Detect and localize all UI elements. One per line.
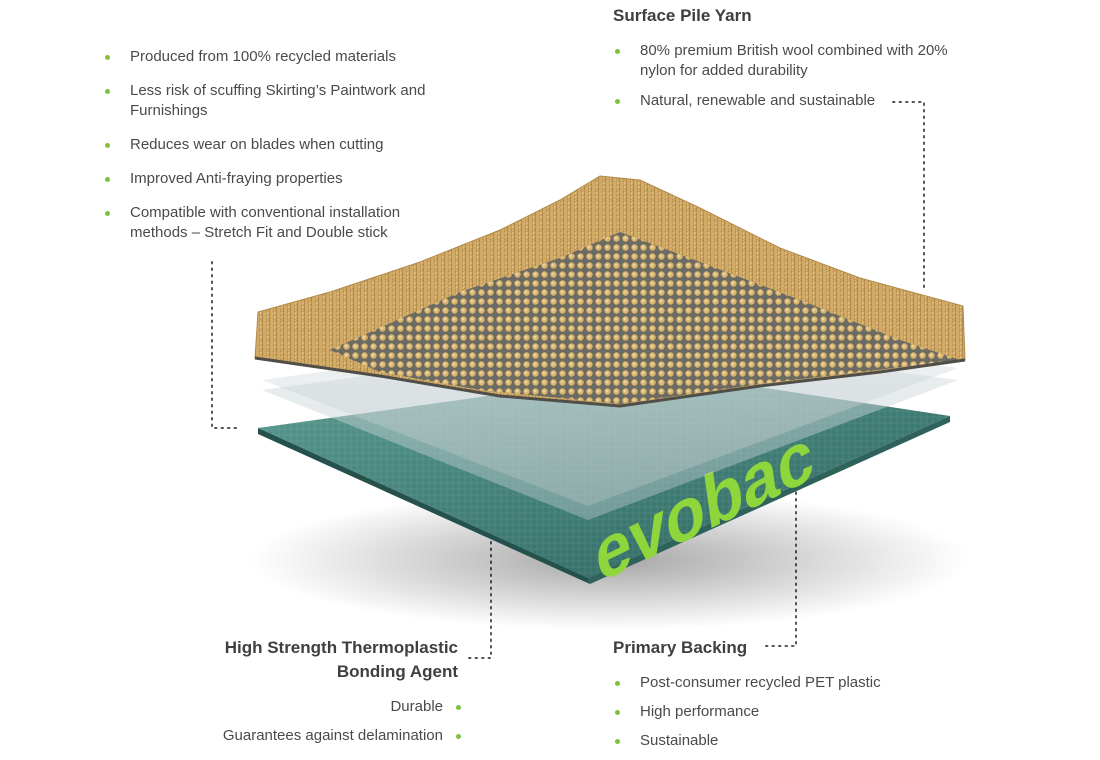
- surface-pile-yarn-layer: [254, 175, 966, 408]
- list-item: 80% premium British wool combined with 2…: [610, 41, 970, 81]
- bonding-agent-heading: High Strength Thermoplastic Bonding Agen…: [224, 638, 458, 681]
- list-item: Guarantees against delamination: [160, 726, 465, 746]
- list-item: High performance: [610, 702, 940, 722]
- primary-backing-heading: Primary Backing: [613, 638, 748, 657]
- list-item: Produced from 100% recycled materials: [100, 47, 460, 67]
- bullet-icon: [105, 211, 110, 216]
- bullet-icon: [615, 99, 620, 104]
- list-item-text: Durable: [390, 698, 443, 715]
- list-item-text: Improved Anti-fraying properties: [130, 170, 343, 187]
- list-item: Improved Anti-fraying properties: [100, 169, 460, 189]
- features-list: Produced from 100% recycled materials Le…: [100, 47, 460, 257]
- list-item-text: Less risk of scuffing Skirting’s Paintwo…: [130, 82, 426, 119]
- bullet-icon: [615, 710, 620, 715]
- list-item: Durable: [160, 697, 465, 717]
- bullet-icon: [615, 49, 620, 54]
- list-item: Reduces wear on blades when cutting: [100, 135, 460, 155]
- list-item-text: Guarantees against delamination: [222, 727, 443, 744]
- bullet-icon: [105, 89, 110, 94]
- surface-pile-yarn-heading: Surface Pile Yarn: [613, 6, 752, 25]
- leader-features: [211, 261, 241, 429]
- bonding-agent-list: Durable Guarantees against delamination: [160, 697, 465, 755]
- list-item: Less risk of scuffing Skirting’s Paintwo…: [100, 81, 460, 121]
- bullet-icon: [105, 177, 110, 182]
- list-item: Compatible with conventional installatio…: [100, 203, 460, 243]
- list-item-text: Compatible with conventional installatio…: [130, 204, 401, 241]
- list-item-text: Produced from 100% recycled materials: [130, 48, 396, 65]
- bullet-icon: [456, 705, 461, 710]
- bullet-icon: [456, 734, 461, 739]
- bullet-icon: [105, 143, 110, 148]
- list-item-text: 80% premium British wool combined with 2…: [640, 42, 948, 79]
- surface-pile-yarn-list: 80% premium British wool combined with 2…: [610, 41, 970, 121]
- list-item: Post-consumer recycled PET plastic: [610, 673, 940, 693]
- list-item: Natural, renewable and sustainable: [610, 91, 970, 111]
- list-item: Sustainable: [610, 731, 940, 751]
- bullet-icon: [615, 681, 620, 686]
- list-item-text: Sustainable: [640, 732, 719, 749]
- primary-backing-list: Post-consumer recycled PET plastic High …: [610, 673, 940, 760]
- list-item-text: Reduces wear on blades when cutting: [130, 136, 384, 153]
- bullet-icon: [615, 739, 620, 744]
- list-item-text: Natural, renewable and sustainable: [640, 92, 876, 109]
- list-item-text: Post-consumer recycled PET plastic: [640, 674, 881, 691]
- bullet-icon: [105, 55, 110, 60]
- list-item-text: High performance: [640, 703, 760, 720]
- leader-pile: [892, 101, 925, 291]
